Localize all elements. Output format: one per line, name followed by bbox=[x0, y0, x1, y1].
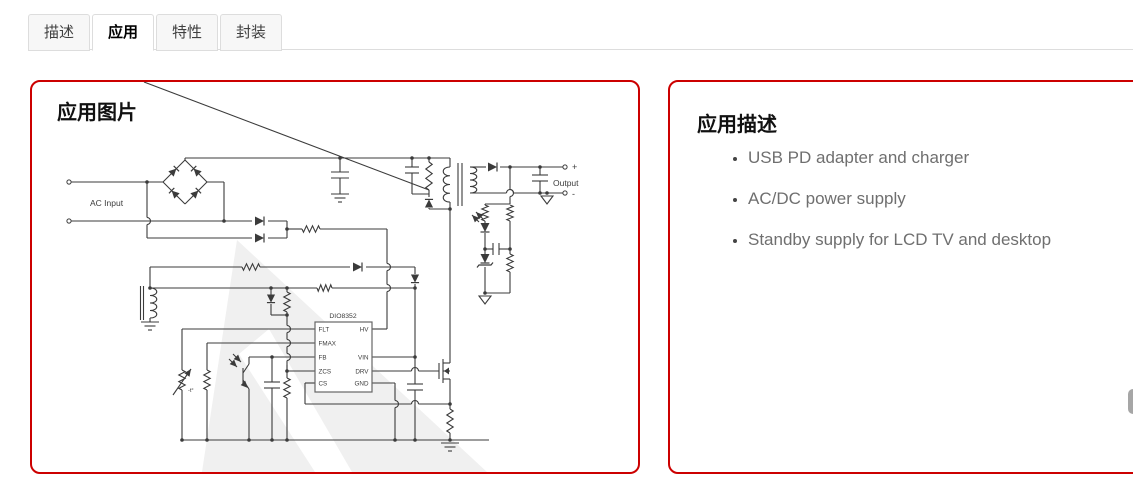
tab-application[interactable]: 应用 bbox=[92, 14, 155, 51]
tab-description[interactable]: 描述 bbox=[28, 14, 91, 51]
bullet-standby: Standby supply for LCD TV and desktop bbox=[748, 230, 1051, 250]
pin-label-vin: VIN bbox=[358, 355, 369, 362]
pin-label-gnd: GND bbox=[355, 381, 369, 388]
tab-bar: 描述 应用 特性 封装 bbox=[28, 14, 284, 51]
side-widget-handle[interactable] bbox=[1128, 389, 1133, 414]
output-minus-label: - bbox=[572, 189, 575, 199]
application-description-panel: 应用描述 USB PD adapter and charger AC/DC po… bbox=[668, 80, 1133, 474]
pin-label-zcs: ZCS bbox=[319, 369, 332, 376]
application-image-title: 应用图片 bbox=[57, 102, 137, 124]
ic-name-label: DIO8352 bbox=[329, 313, 356, 320]
thermistor-label: -t° bbox=[188, 388, 194, 394]
tabbar-underline bbox=[28, 49, 1133, 50]
output-label: Output bbox=[553, 178, 579, 188]
pin-label-fmax: FMAX bbox=[319, 341, 337, 348]
bullet-acdc: AC/DC power supply bbox=[748, 189, 1051, 209]
application-description-title: 应用描述 bbox=[697, 114, 777, 136]
ac-input-label: AC Input bbox=[90, 198, 124, 208]
pin-label-hv: HV bbox=[360, 327, 370, 334]
pin-label-flt: FLT bbox=[319, 327, 330, 334]
tab-features[interactable]: 特性 bbox=[156, 14, 219, 51]
pin-label-cs: CS bbox=[319, 381, 328, 388]
bullet-usb-pd: USB PD adapter and charger bbox=[748, 148, 1051, 168]
tab-package[interactable]: 封装 bbox=[220, 14, 283, 51]
application-bullet-list: USB PD adapter and charger AC/DC power s… bbox=[670, 148, 1051, 271]
pin-label-fb: FB bbox=[319, 355, 327, 362]
pin-label-drv: DRV bbox=[355, 369, 369, 376]
output-plus-label: + bbox=[572, 162, 577, 172]
